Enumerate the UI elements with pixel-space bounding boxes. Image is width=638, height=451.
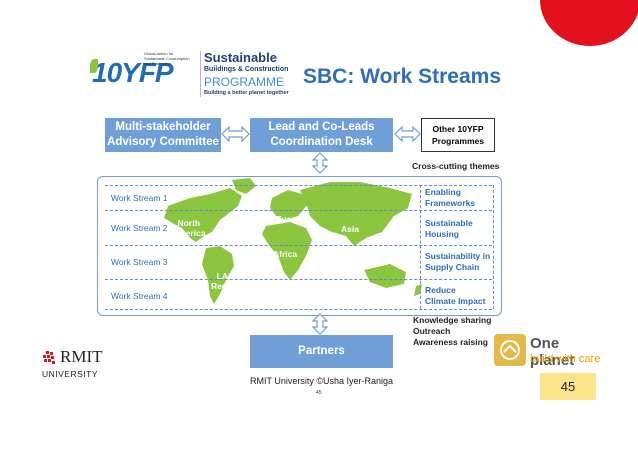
one-planet-line2: build with care — [530, 353, 601, 365]
lead-coleads-line1: Lead and Co-Leads — [268, 121, 375, 133]
footer-small-number: 45 — [316, 390, 322, 396]
region-lac-line1: LAC — [216, 271, 235, 281]
page-number: 45 — [560, 379, 576, 394]
world-map — [164, 178, 422, 304]
double-arrow-right-icon — [394, 125, 421, 143]
theme-supply-chain: Sustainability in Supply Chain — [425, 251, 490, 273]
other-10yfp-box: Other 10YFP Programmes — [421, 118, 495, 152]
work-stream-2: Work Stream 2 — [111, 223, 168, 233]
continent-africa — [262, 222, 312, 280]
vertical-double-arrow-top-icon — [311, 152, 329, 174]
greenland — [232, 178, 256, 194]
continent-north-america — [164, 188, 242, 242]
theme-1-line1: Enabling — [425, 187, 461, 197]
region-oceania: Oceania — [375, 291, 409, 301]
vertical-double-arrow-bottom-icon — [311, 313, 329, 335]
leaf-icon — [90, 59, 98, 73]
continent-south-america — [202, 246, 234, 304]
page-number-box: 45 — [540, 373, 596, 400]
sbc-divider — [200, 51, 201, 97]
multi-stakeholder-line1: Multi-stakeholder — [115, 121, 211, 133]
work-stream-1: Work Stream 1 — [111, 193, 168, 203]
tenyfp-logo: 10YFP Global Action for Sustainable Cons… — [86, 47, 196, 97]
other-10yfp-line1: Other 10YFP — [432, 124, 484, 134]
themes-column-border — [420, 185, 494, 309]
outreach-item-2: Outreach — [413, 326, 451, 336]
tenyfp-small-text: Global Action for Sustainable Consumptio… — [144, 51, 190, 66]
theme-3-line1: Sustainability in — [425, 251, 491, 261]
lead-coleads-box: Lead and Co-Leads Coordination Desk — [250, 118, 393, 152]
region-north-america: North America — [172, 218, 206, 238]
theme-climate-impact: Reduce Climate Impact — [425, 285, 485, 307]
region-north-america-line1: North — [177, 218, 201, 228]
theme-3-line2: Supply Chain — [425, 262, 480, 272]
rmit-sub: UNIVERSITY — [42, 369, 99, 379]
region-lac-line2: Region — [211, 281, 240, 291]
region-north-america-line2: America — [172, 228, 206, 238]
stream-separator-top — [105, 185, 492, 186]
one-planet-line1: One planet — [530, 335, 575, 369]
continent-asia — [300, 182, 412, 246]
continent-europe — [270, 190, 308, 220]
slide-title: SBC: Work Streams — [303, 65, 502, 88]
tenyfp-mark: 10YFP — [92, 57, 174, 88]
double-arrow-left-icon — [221, 125, 250, 143]
outreach-list: Knowledge sharing Outreach Awareness rai… — [413, 315, 491, 348]
work-stream-4: Work Stream 4 — [111, 291, 168, 301]
stream-separator-2 — [105, 245, 492, 246]
region-europe: Europe — [276, 214, 306, 224]
other-10yfp-line2: Programmes — [432, 136, 484, 146]
one-planet-logo: One planet build with care — [494, 331, 606, 371]
theme-enabling-frameworks: Enabling Frameworks — [425, 187, 475, 209]
rmit-logo: RMIT UNIVERSITY — [42, 345, 122, 385]
footer-credit: RMIT University ©Usha Iyer-Raniga — [250, 376, 394, 386]
stream-separator-bottom — [105, 309, 492, 310]
lead-coleads-line2: Coordination Desk — [270, 136, 373, 148]
theme-2-line1: Sustainable — [425, 218, 473, 228]
theme-sustainable-housing: Sustainable Housing — [425, 218, 473, 240]
sbc-tagline: Building a better planet together — [204, 90, 289, 96]
partners-box: Partners — [250, 335, 393, 368]
continent-oceania — [364, 264, 406, 288]
region-lac: LAC Region — [211, 271, 240, 291]
theme-1-line2: Frameworks — [425, 198, 476, 208]
sbc-line2: Buildings & Construction — [204, 66, 289, 73]
multi-stakeholder-line2: Advisory Committee — [107, 136, 219, 148]
sbc-line1: Sustainable — [204, 50, 277, 65]
rmit-pixel-icon — [42, 351, 56, 365]
outreach-item-1: Knowledge sharing — [413, 315, 492, 325]
theme-4-line2: Climate Impact — [425, 296, 486, 306]
one-planet-icon — [494, 334, 526, 366]
rmit-name: RMIT — [60, 347, 103, 366]
region-asia: Asia — [341, 224, 359, 234]
region-africa: Africa — [273, 249, 298, 259]
work-stream-3: Work Stream 3 — [111, 257, 168, 267]
red-semicircle-decoration — [540, 0, 638, 46]
sbc-line3: PROGRAMME — [204, 75, 285, 89]
stream-separator-1 — [105, 210, 492, 211]
stream-separator-3 — [105, 279, 492, 280]
theme-2-line2: Housing — [425, 229, 459, 239]
multi-stakeholder-box: Multi-stakeholder Advisory Committee — [105, 118, 221, 152]
outreach-item-3: Awareness raising — [413, 337, 488, 347]
sbc-logo: Sustainable Buildings & Construction PRO… — [200, 47, 290, 103]
theme-4-line1: Reduce — [425, 285, 456, 295]
cross-cutting-label: Cross-cutting themes — [412, 161, 500, 171]
